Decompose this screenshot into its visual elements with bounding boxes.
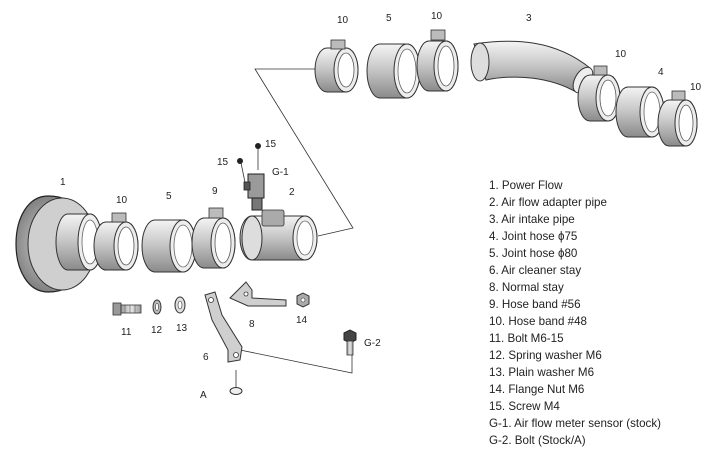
legend-item: 13. Plain washer M6 xyxy=(489,366,595,379)
callout-labels: 10 5 10 3 10 4 10 1 10 5 9 2 15 15 G-1 1… xyxy=(60,11,702,401)
route-line-g2 xyxy=(239,347,353,374)
flange-nut-14 xyxy=(296,292,310,308)
callout-8: 8 xyxy=(249,319,255,330)
grommet-a xyxy=(229,387,243,395)
legend-item: 10. Hose band #48 xyxy=(489,315,587,328)
callout-13: 13 xyxy=(176,323,188,334)
legend-item: 14. Flange Nut M6 xyxy=(489,383,585,396)
callout-2: 2 xyxy=(289,187,295,198)
legend-item: 8. Normal stay xyxy=(489,281,564,294)
joint-hose-4 xyxy=(615,86,665,138)
callout-1: 1 xyxy=(60,177,66,188)
hose-band-10-right-upper xyxy=(577,65,621,122)
hose-band-10-mid xyxy=(93,212,139,271)
air-cleaner-stay-6 xyxy=(204,291,243,363)
callout-6: 6 xyxy=(203,352,209,363)
joint-hose-5-mid xyxy=(141,219,197,273)
legend-item: 11. Bolt M6-15 xyxy=(489,332,564,345)
spring-washer-12 xyxy=(152,299,162,315)
air-flow-meter-sensor-g1 xyxy=(243,173,265,211)
air-flow-adapter-pipe-2 xyxy=(239,209,318,261)
callout-10-top-mid: 10 xyxy=(431,11,443,22)
callout-10-right-upper: 10 xyxy=(615,49,627,60)
callout-15-left: 15 xyxy=(217,157,229,168)
callout-4: 4 xyxy=(658,67,664,78)
callout-11: 11 xyxy=(121,327,132,338)
hose-band-10-top-mid xyxy=(416,29,459,92)
normal-stay-8 xyxy=(229,281,287,307)
hose-band-9 xyxy=(191,207,236,269)
callout-14: 14 xyxy=(296,315,308,326)
legend-item: 3. Air intake pipe xyxy=(489,213,575,226)
legend-item: G-2. Bolt (Stock/A) xyxy=(489,434,586,447)
plain-washer-13 xyxy=(174,296,186,314)
hose-band-10-right-lower xyxy=(657,90,698,147)
route-line-upper xyxy=(254,68,354,237)
leader-lines xyxy=(235,68,354,388)
callout-9: 9 xyxy=(212,186,218,197)
screw-15-right xyxy=(255,143,261,149)
callout-3: 3 xyxy=(526,13,532,24)
legend-item: 1. Power Flow xyxy=(489,179,563,192)
callout-12: 12 xyxy=(151,325,163,336)
air-intake-pipe-3 xyxy=(470,40,594,94)
callout-10-mid: 10 xyxy=(116,195,128,206)
legend-item: 6. Air cleaner stay xyxy=(489,264,582,277)
callout-10-top-left: 10 xyxy=(337,15,349,26)
legend-item: 2. Air flow adapter pipe xyxy=(489,196,607,209)
legend-item: 5. Joint hose ϕ80 xyxy=(489,247,578,260)
hose-band-10-top-left xyxy=(314,39,359,93)
legend-item: G-1. Air flow meter sensor (stock) xyxy=(489,417,662,430)
power-flow-filter-1 xyxy=(15,195,103,293)
legend-item: 15. Screw M4 xyxy=(489,400,560,413)
legend-item: 12. Spring washer M6 xyxy=(489,349,602,362)
callout-15-right: 15 xyxy=(265,139,277,150)
callout-10-right-lower: 10 xyxy=(690,82,702,93)
callout-a: A xyxy=(200,390,207,401)
bolt-g2 xyxy=(343,329,357,356)
parts-legend: 1. Power Flow 2. Air flow adapter pipe 3… xyxy=(489,177,661,449)
screws-15 xyxy=(237,143,261,164)
legend-item: 4. Joint hose ϕ75 xyxy=(489,230,578,243)
callout-5-mid: 5 xyxy=(166,191,172,202)
legend-item: 9. Hose band #56 xyxy=(489,298,581,311)
joint-hose-5-top xyxy=(366,43,421,99)
callout-g2: G-2 xyxy=(364,338,381,349)
screw-15-left xyxy=(237,158,243,164)
bolt-11 xyxy=(112,302,142,316)
callout-5-top: 5 xyxy=(386,13,392,24)
callout-g1: G-1 xyxy=(272,167,289,178)
